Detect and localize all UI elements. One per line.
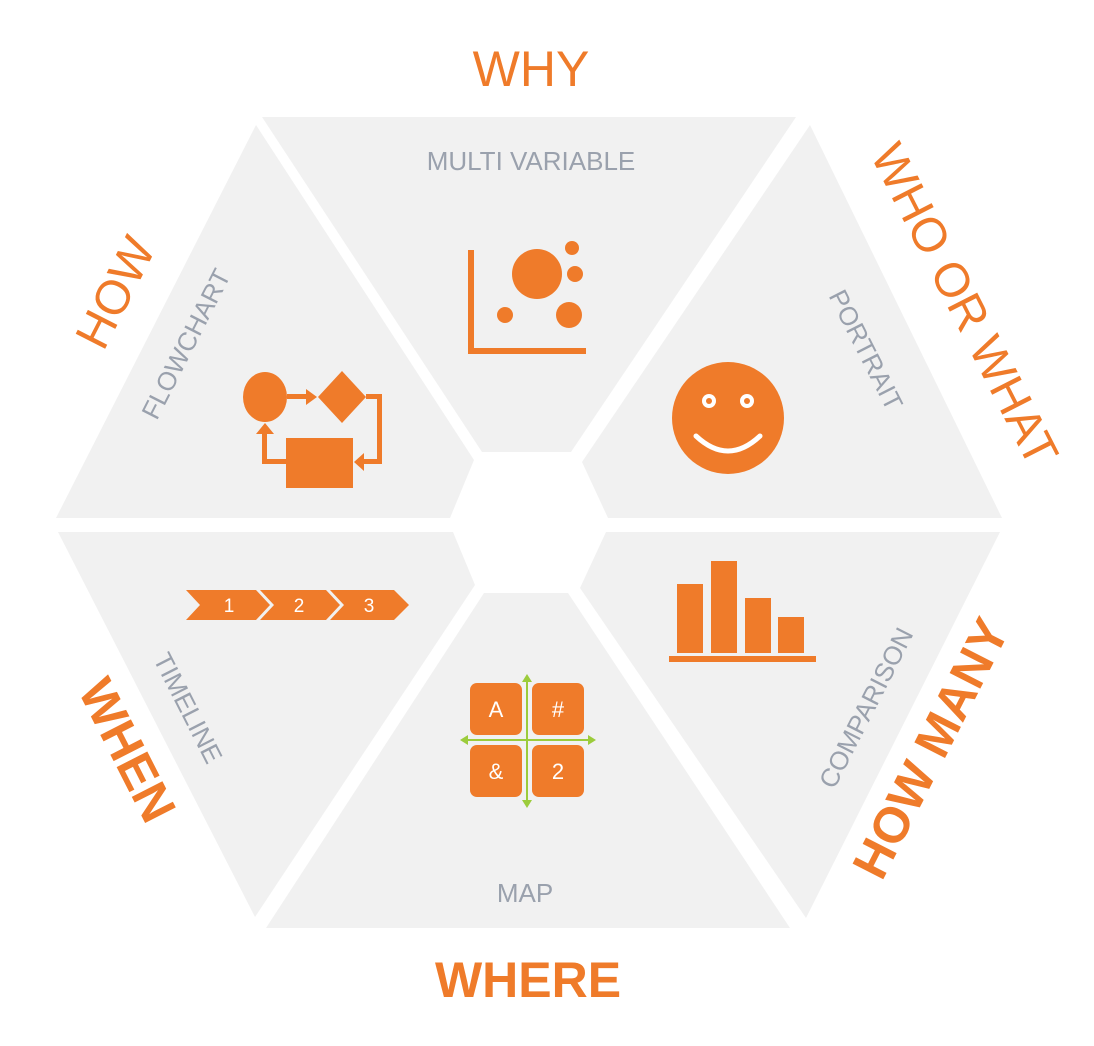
question-why: WHY <box>473 41 590 97</box>
timeline-step-1: 1 <box>224 596 235 617</box>
map-cell-a: A <box>489 697 504 722</box>
hexagon-panels <box>56 117 1002 928</box>
bubble-chart-icon <box>468 241 586 354</box>
timeline-step-3: 3 <box>364 596 375 617</box>
timeline-step-2: 2 <box>294 596 305 617</box>
map-cell-ampersand: & <box>489 759 504 784</box>
bar-chart-icon <box>669 561 816 662</box>
panel-flowchart <box>56 125 474 518</box>
question-where: WHERE <box>435 952 621 1008</box>
category-map: MAP <box>497 878 553 908</box>
map-cell-hash: # <box>552 697 565 722</box>
category-multi-variable: MULTI VARIABLE <box>427 146 636 176</box>
map-cell-two: 2 <box>552 759 564 784</box>
smiley-face-icon <box>672 362 784 474</box>
chevron-timeline-icon: 1 2 3 <box>186 590 409 620</box>
flowchart-icon <box>243 371 382 488</box>
panel-timeline <box>58 532 475 917</box>
grid-map-icon: A # & 2 <box>460 674 596 808</box>
